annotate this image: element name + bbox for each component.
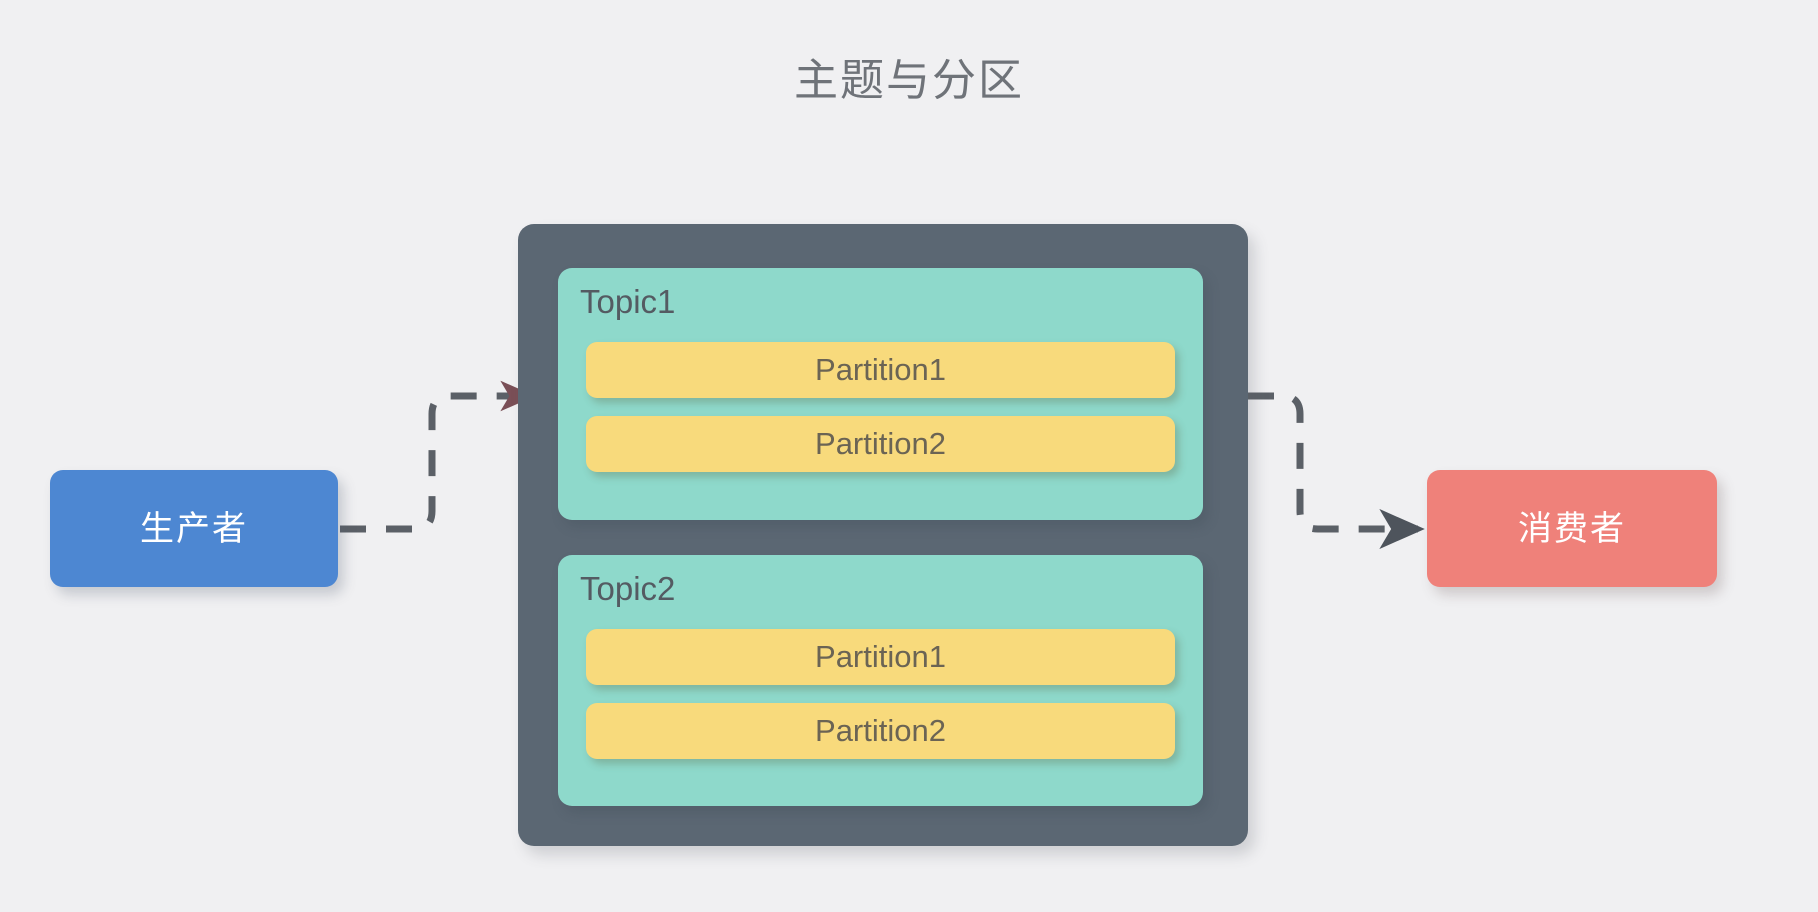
topic-label: Topic2: [580, 570, 676, 607]
producer-node[interactable]: 生产者: [50, 470, 338, 587]
partition-label: Partition1: [815, 639, 946, 674]
broker-container: Topic1 Partition1 Partition2 Topic2 Part…: [518, 224, 1248, 846]
partition-row[interactable]: Partition1: [586, 629, 1175, 685]
topic-label: Topic1: [580, 283, 676, 320]
partition-row[interactable]: Partition1: [586, 342, 1175, 398]
consumer-node[interactable]: 消费者: [1427, 470, 1717, 587]
connector-producer-to-broker: [340, 380, 536, 533]
partition-row[interactable]: Partition2: [586, 416, 1175, 472]
partition-label: Partition1: [815, 352, 946, 387]
consumer-label: 消费者: [1518, 509, 1626, 548]
connector-broker-to-consumer: [1248, 392, 1425, 550]
topic-box-1[interactable]: Topic1 Partition1 Partition2: [558, 268, 1203, 520]
producer-label: 生产者: [140, 509, 248, 548]
topic-box-2[interactable]: Topic2 Partition1 Partition2: [558, 555, 1203, 806]
partition-label: Partition2: [815, 713, 946, 748]
partition-label: Partition2: [815, 426, 946, 461]
partition-row[interactable]: Partition2: [586, 703, 1175, 759]
page-title: 主题与分区: [794, 56, 1024, 105]
